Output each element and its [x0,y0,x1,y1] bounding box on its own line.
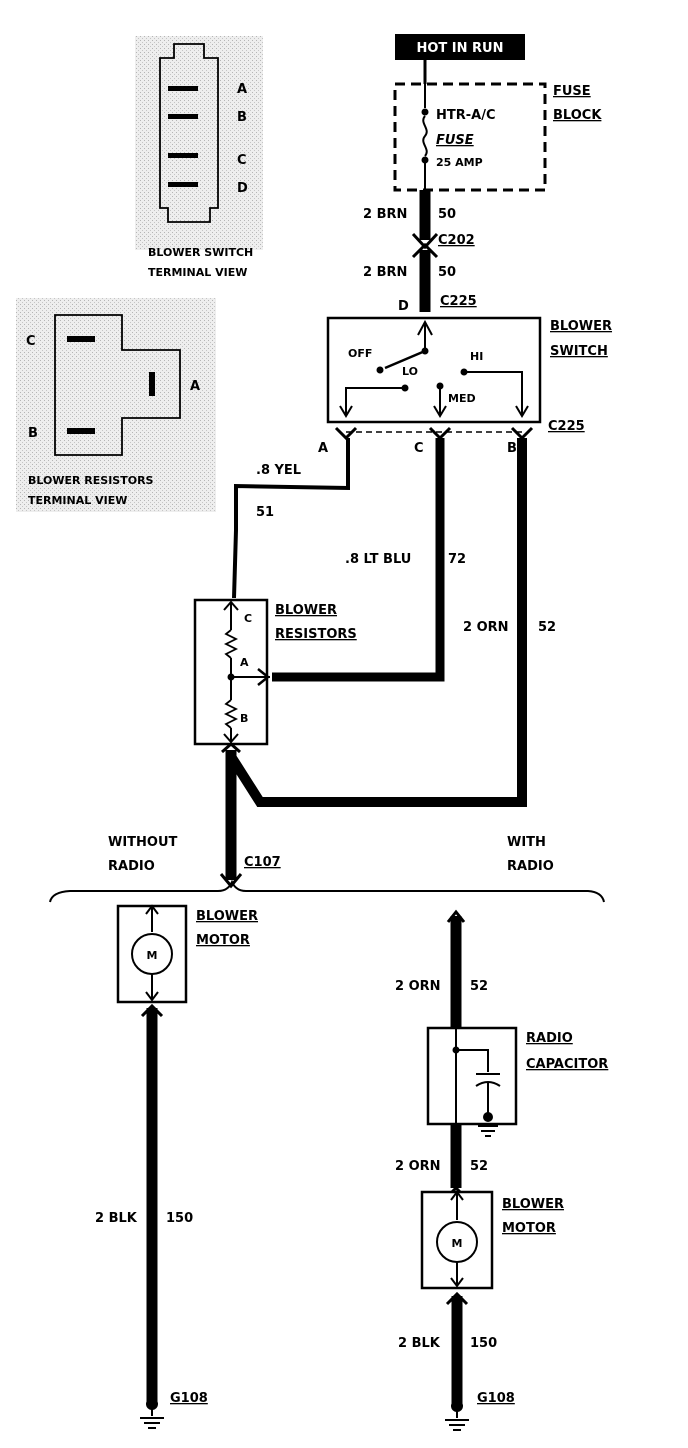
hot-in-run-banner: HOT IN RUN [395,34,525,60]
switch-view-pin-a: A [237,82,247,97]
wire-150-blk-right: 2 BLK 150 [398,1296,497,1404]
resistor-view-pin-c: C [26,334,36,349]
switch-view-pin-b: B [237,110,247,125]
pin-a-label: A [318,441,328,456]
wire-orn-radio-mid-gauge: 2 ORN [395,1159,441,1174]
resistor-view-title-2: TERMINAL VIEW [28,494,127,507]
wire-brn-bottom-gauge: 2 BRN [363,265,407,280]
blower-resistors-label-1: BLOWER [275,603,337,618]
resistor-pin-c: C [244,612,252,625]
fuse-block: HTR-A/C FUSE 25 AMP FUSE BLOCK [393,60,602,196]
wire-blk-right-circuit: 150 [470,1336,497,1351]
switch-view-pin-c: C [237,153,247,168]
wire-52-orn: 2 ORN 52 [227,438,556,807]
resistor-view-title-1: BLOWER RESISTORS [28,474,154,487]
wire-ltblu-gauge: .8 LT BLU [345,552,411,567]
wire-150-blk-left: 2 BLK 150 [95,1008,193,1402]
wire-orn-main-circuit: 52 [538,620,556,635]
switch-view-title-1: BLOWER SWITCH [148,246,253,259]
motor-left-symbol: M [147,949,158,962]
resistor-view-pin-a: A [190,379,200,394]
wire-yel-gauge: .8 YEL [256,463,301,478]
switch-view-pin-d: D [237,181,248,196]
blower-switch-label-1: BLOWER [550,319,612,334]
wire-orn-radio-mid-circuit: 52 [470,1159,488,1174]
ground-g108-right: G108 [445,1391,515,1431]
wire-brn-bottom-circuit: 50 [438,265,456,280]
blower-motor-right-label-2: MOTOR [502,1221,556,1236]
pin-b-label: B [507,441,517,456]
wire-brn-top-gauge: 2 BRN [363,207,407,222]
blower-motor-left: M BLOWER MOTOR [116,904,258,1018]
resistor-pin-b: B [240,712,248,725]
ground-g108-left: G108 [140,1391,208,1429]
wire-72-ltblu: .8 LT BLU 72 [272,438,466,682]
blower-motor-right-label-1: BLOWER [502,1197,564,1212]
radio-capacitor: RADIO CAPACITOR [426,1026,608,1137]
pin-c-label: C [414,441,424,456]
blower-motor-left-label-1: BLOWER [196,909,258,924]
radio-capacitor-label-2: CAPACITOR [526,1057,608,1072]
connector-c202: C202 [438,233,475,248]
ground-left-label: G108 [170,1391,208,1406]
pin-d-label: D [398,299,409,314]
blower-switch-label-2: SWITCH [550,344,608,359]
blower-switch-terminal-view: A B C D BLOWER SWITCH TERMINAL VIEW [135,36,263,279]
blower-resistors-label-2: RESISTORS [275,627,357,642]
blower-resistors-terminal-view: C A B BLOWER RESISTORS TERMINAL VIEW [16,298,216,512]
wire-50-brn: 2 BRN 50 C202 2 BRN 50 D C225 [363,190,477,314]
motor-right-symbol: M [452,1237,463,1250]
wire-resistor-to-c107: C107 [219,750,281,889]
switch-med-label: MED [448,392,476,405]
fuse-rating: 25 AMP [436,156,483,169]
hot-in-run-label: HOT IN RUN [416,41,503,56]
wire-orn-main-gauge: 2 ORN [463,620,509,635]
connector-c107: C107 [244,855,281,870]
radio-variant-bracket: WITHOUT RADIO WITH RADIO [49,835,605,903]
resistor-pin-a: A [240,656,249,669]
connector-c225-top: C225 [440,294,477,309]
with-radio-label-2: RADIO [507,859,554,874]
without-radio-label-1: WITHOUT [108,835,178,850]
wire-blk-left-circuit: 150 [166,1211,193,1226]
resistor-view-pin-b: B [28,426,38,441]
switch-view-title-2: TERMINAL VIEW [148,266,247,279]
wire-blk-right-gauge: 2 BLK [398,1336,441,1351]
fuse-label: FUSE [436,133,474,148]
wire-yel-circuit: 51 [256,505,274,520]
switch-off-label: OFF [348,347,372,360]
switch-hi-label: HI [470,350,483,363]
wire-ltblu-circuit: 72 [448,552,466,567]
blower-switch: OFF LO MED HI BLOWER SWITCH C225 A C B [318,316,612,456]
radio-capacitor-label-1: RADIO [526,1031,573,1046]
blower-motor-right: M BLOWER MOTOR [420,1190,564,1306]
connector-c225-bottom: C225 [548,419,585,434]
fuse-name: HTR-A/C [436,108,496,123]
wire-51-yel: .8 YEL 51 [232,438,350,599]
ground-right-label: G108 [477,1391,515,1406]
wire-52-orn-radio-top: 2 ORN 52 [395,909,488,1028]
wire-orn-radio-top-gauge: 2 ORN [395,979,441,994]
without-radio-label-2: RADIO [108,859,155,874]
with-radio-label-1: WITH [507,835,546,850]
switch-lo-label: LO [402,365,418,378]
fuse-block-label-2: BLOCK [553,108,602,123]
wire-blk-left-gauge: 2 BLK [95,1211,138,1226]
fuse-block-label-1: FUSE [553,84,591,99]
blower-resistors: C A B BLOWER RESISTORS [193,598,357,754]
wire-52-orn-radio-mid: 2 ORN 52 [395,1124,488,1200]
wire-orn-radio-top-circuit: 52 [470,979,488,994]
wire-brn-top-circuit: 50 [438,207,456,222]
blower-motor-left-label-2: MOTOR [196,933,250,948]
